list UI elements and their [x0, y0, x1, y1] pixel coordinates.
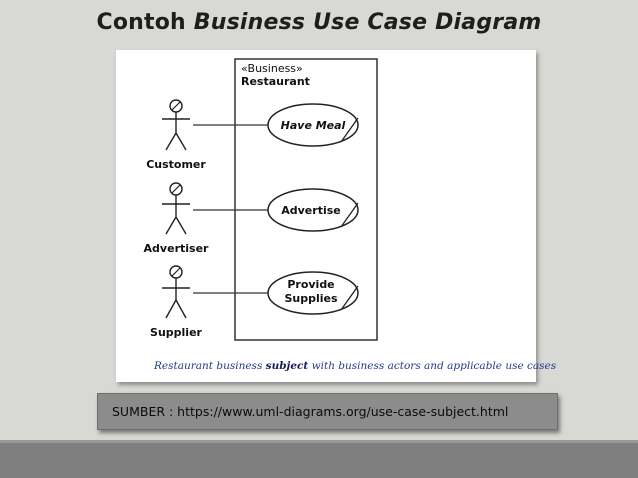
diagram-card: «Business» Restaurant Customer Advertise… — [116, 50, 556, 382]
use-case-advertise: Advertise — [267, 188, 359, 232]
footer-bar — [0, 440, 638, 478]
use-case-label: Supplies — [284, 292, 338, 305]
use-case-diagram: «Business» Restaurant Customer Advertise… — [144, 58, 378, 341]
footer-strip — [0, 440, 638, 443]
use-case-label: Have Meal — [281, 119, 346, 132]
use-case-label: Provide — [287, 278, 334, 291]
actor-supplier: Supplier — [150, 265, 203, 339]
use-case-provide-supplies: Provide Supplies — [267, 271, 359, 315]
subject-name: Restaurant — [241, 75, 310, 88]
actor-customer: Customer — [146, 99, 206, 171]
actor-label: Advertiser — [144, 242, 209, 255]
source-text: SUMBER : https://www.uml-diagrams.org/us… — [112, 404, 509, 419]
slide-title: Contoh Business Use Case Diagram — [0, 10, 638, 35]
subject-boundary — [234, 58, 378, 341]
slide-title-prefix: Contoh — [96, 10, 194, 35]
use-case-have-meal: Have Meal — [267, 103, 359, 147]
caption-text: with business actors and applicable use … — [308, 360, 557, 372]
diagram-caption: Restaurant business subject with busines… — [154, 360, 556, 372]
caption-bold: subject — [265, 360, 309, 372]
actor-advertiser: Advertiser — [144, 182, 209, 255]
slide-title-emphasis: Business Use Case Diagram — [193, 10, 542, 35]
subject-stereotype: «Business» — [241, 62, 303, 75]
actor-label: Supplier — [150, 326, 203, 339]
caption-text: Restaurant business — [154, 360, 266, 372]
use-case-label: Advertise — [281, 204, 340, 217]
actor-label: Customer — [146, 158, 206, 171]
source-box: SUMBER : https://www.uml-diagrams.org/us… — [97, 393, 558, 430]
